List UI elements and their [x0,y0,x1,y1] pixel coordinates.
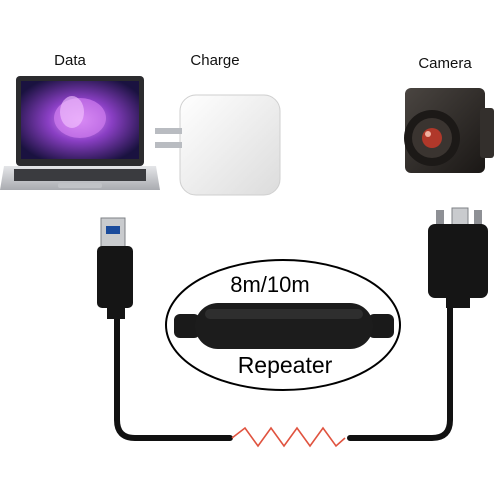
industrial-camera-icon [404,88,494,173]
wall-charger-icon [155,94,281,196]
label-data: Data [54,52,86,69]
length-zigzag [231,426,346,448]
repeater-module [174,303,394,349]
usb-c-screw-lock-plug-icon [428,207,488,308]
laptop-icon [0,76,160,190]
usb-a-plug-icon [97,217,133,319]
cable-length-text: 8m/10m [230,272,310,297]
label-charge: Charge [190,52,240,69]
cable-left [114,297,233,441]
cable-right [347,297,453,441]
label-camera: Camera [418,55,472,72]
repeater-text: Repeater [237,352,333,378]
